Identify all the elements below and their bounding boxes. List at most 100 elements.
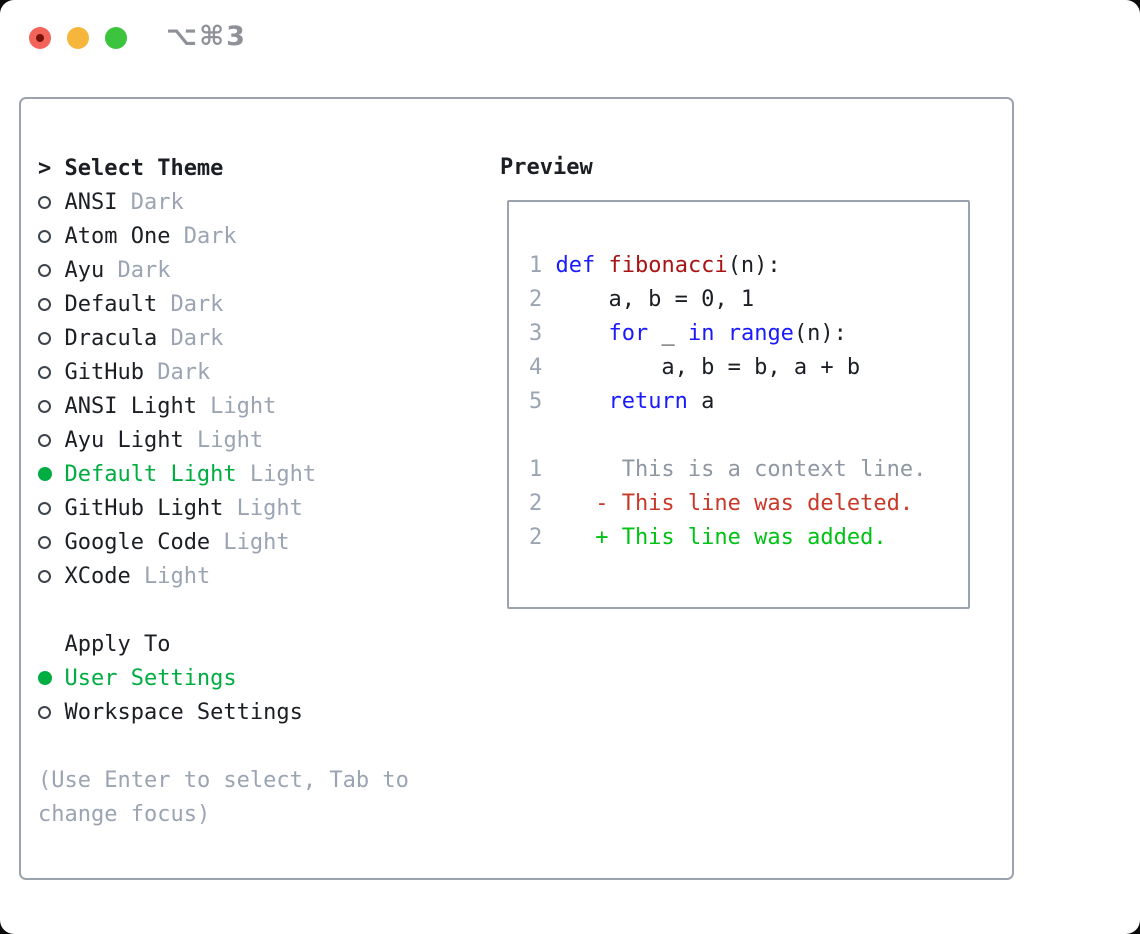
theme-option-github-light[interactable]: GitHub Light Light xyxy=(38,491,409,525)
radio-cell xyxy=(38,331,64,345)
radio-cell xyxy=(38,569,64,583)
line-number: 2 xyxy=(529,525,543,550)
line-number: 5 xyxy=(529,389,543,414)
code-line: 5 return a xyxy=(529,385,968,419)
theme-variant: Light xyxy=(183,427,264,453)
theme-option-xcode[interactable]: XCode Light xyxy=(38,559,409,593)
radio-icon xyxy=(38,365,51,379)
theme-option-ayu[interactable]: Ayu Dark xyxy=(38,253,409,287)
code-token-plain xyxy=(714,321,727,346)
code-token-kw: in xyxy=(687,321,715,346)
diff-added-line: 2 + This line was added. xyxy=(529,521,968,555)
theme-option-ansi[interactable]: ANSI Dark xyxy=(38,185,409,219)
theme-option-default[interactable]: Default Dark xyxy=(38,287,409,321)
line-number: 3 xyxy=(529,321,543,346)
radio-icon xyxy=(38,569,51,583)
hint-line-1: (Use Enter to select, Tab to xyxy=(38,767,409,793)
radio-cell xyxy=(38,399,64,413)
line-number: 1 xyxy=(529,457,543,482)
theme-option-label: Default xyxy=(64,291,158,317)
focus-caret: > xyxy=(38,155,52,181)
radio-cell xyxy=(38,195,64,209)
apply-to-header: Apply To xyxy=(38,627,409,661)
code-token-ctx: This is a context line. xyxy=(555,457,927,482)
radio-icon xyxy=(38,263,51,277)
apply-to-title: Apply To xyxy=(64,631,171,657)
radio-selected-icon xyxy=(38,671,52,685)
diff-context-line: 1 This is a context line. xyxy=(529,453,968,487)
select-theme-title: Select Theme xyxy=(64,155,224,181)
code-token-plain: (n): xyxy=(793,321,847,346)
radio-icon xyxy=(38,229,51,243)
theme-variant: Light xyxy=(196,393,277,419)
code-token-plain xyxy=(555,389,608,414)
theme-variant: Dark xyxy=(143,359,211,385)
theme-variant: Light xyxy=(236,461,317,487)
apply-option-workspace-settings[interactable]: Workspace Settings xyxy=(38,695,409,729)
radio-cell xyxy=(38,297,64,311)
theme-variant: Dark xyxy=(157,325,224,351)
theme-option-label: Google Code xyxy=(64,529,211,555)
radio-cell xyxy=(38,705,64,719)
hint-line-2: change focus) xyxy=(38,801,211,827)
theme-option-atom-one[interactable]: Atom One Dark xyxy=(38,219,409,253)
apply-option-user-settings[interactable]: User Settings xyxy=(38,661,409,695)
radio-icon xyxy=(38,535,51,549)
theme-option-dracula[interactable]: Dracula Dark xyxy=(38,321,409,355)
theme-variant: Dark xyxy=(170,223,237,249)
code-line: 2 a, b = 0, 1 xyxy=(529,283,968,317)
code-token-del: - This line was deleted. xyxy=(555,491,914,516)
code-token-plain xyxy=(595,253,608,278)
radio-icon xyxy=(38,195,51,209)
unsaved-indicator-icon xyxy=(36,34,44,42)
code-token-plain: a, b = b, a + b xyxy=(555,355,861,380)
spacer xyxy=(38,593,409,627)
zoom-button[interactable] xyxy=(105,27,127,49)
theme-option-label: ANSI Light xyxy=(64,393,197,419)
radio-cell xyxy=(38,671,64,685)
theme-option-ayu-light[interactable]: Ayu Light Light xyxy=(38,423,409,457)
theme-option-label: XCode xyxy=(64,563,131,589)
radio-icon xyxy=(38,297,51,311)
code-token-plain: a, b = 0, 1 xyxy=(555,287,755,312)
theme-option-label: Ayu Light xyxy=(64,427,184,453)
close-button[interactable] xyxy=(29,27,51,49)
line-number: 2 xyxy=(529,491,543,516)
theme-variant: Dark xyxy=(117,189,184,215)
preview-title: Preview xyxy=(500,155,593,180)
code-token-kw: return xyxy=(608,389,688,414)
minimize-button[interactable] xyxy=(67,27,89,49)
radio-icon xyxy=(38,399,51,413)
spacer xyxy=(38,729,409,763)
radio-cell xyxy=(38,229,64,243)
radio-cell xyxy=(38,535,64,549)
line-number: 2 xyxy=(529,287,543,312)
radio-selected-icon xyxy=(38,467,52,481)
radio-cell xyxy=(38,433,64,447)
theme-option-label: Dracula xyxy=(64,325,158,351)
theme-option-google-code[interactable]: Google Code Light xyxy=(38,525,409,559)
theme-option-default-light[interactable]: Default Light Light xyxy=(38,457,409,491)
select-theme-header: > Select Theme xyxy=(38,151,409,185)
line-number: 1 xyxy=(529,253,543,278)
radio-cell xyxy=(38,263,64,277)
code-token-add: + This line was added. xyxy=(555,525,887,550)
code-token-kw: def xyxy=(555,253,596,278)
theme-variant: Light xyxy=(210,529,290,555)
theme-option-label: GitHub xyxy=(64,359,144,385)
theme-option-label: Ayu xyxy=(64,257,105,283)
theme-variant: Dark xyxy=(157,291,224,317)
theme-option-ansi-light[interactable]: ANSI Light Light xyxy=(38,389,409,423)
radio-cell xyxy=(38,365,64,379)
theme-option-github[interactable]: GitHub Dark xyxy=(38,355,409,389)
radio-icon xyxy=(38,433,51,447)
code-line: 3 for _ in range(n): xyxy=(529,317,968,351)
code-token-kw: for xyxy=(608,321,649,346)
